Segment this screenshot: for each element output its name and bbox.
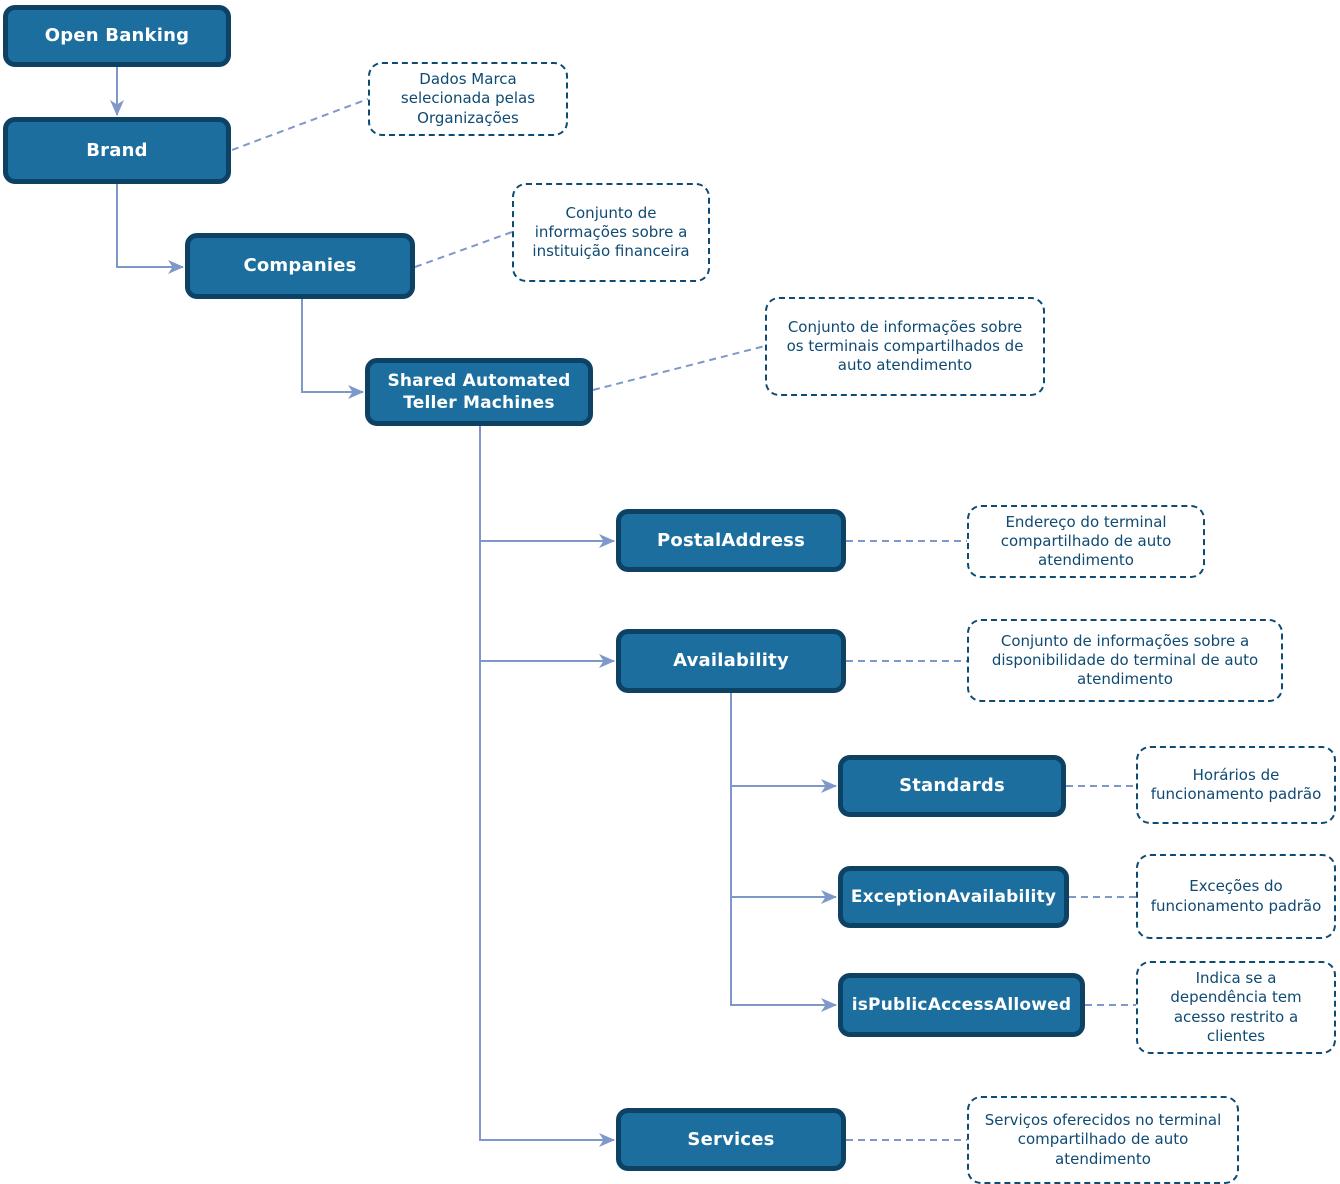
annotation-brand-description: Dados Marca selecionada pelas Organizaçõ… <box>368 62 568 136</box>
connector-sharedatm-services <box>479 426 615 1147</box>
annotation-exception-availability-description: Exceções do funcionamento padrão <box>1136 854 1336 939</box>
node-shared-automated-teller-machines: Shared Automated Teller Machines <box>365 358 593 426</box>
node-postal-address: PostalAddress <box>616 509 846 572</box>
connector-companies-sharedatm <box>301 299 364 399</box>
node-open-banking: Open Banking <box>3 5 231 67</box>
connector-sharedatm-annotation <box>592 345 766 391</box>
connector-availability-ispublicaccessallowed <box>730 693 837 1012</box>
annotation-is-public-access-allowed-description: Indica se a dependência tem acesso restr… <box>1136 961 1336 1054</box>
connector-companies-annotation <box>414 231 513 268</box>
annotation-companies-description: Conjunto de informações sobre a institui… <box>512 183 710 282</box>
connector-brand-annotation <box>231 98 369 151</box>
node-is-public-access-allowed: isPublicAccessAllowed <box>838 973 1085 1037</box>
node-brand: Brand <box>3 117 231 184</box>
node-availability: Availability <box>616 629 846 693</box>
annotation-postal-address-description: Endereço do terminal compartilhado de au… <box>967 505 1205 578</box>
annotation-services-description: Serviços oferecidos no terminal comparti… <box>967 1096 1239 1184</box>
node-exception-availability: ExceptionAvailability <box>838 866 1069 928</box>
annotation-standards-description: Horários de funcionamento padrão <box>1136 746 1336 824</box>
annotation-shared-atm-description: Conjunto de informações sobre os termina… <box>765 297 1045 396</box>
node-companies: Companies <box>185 233 415 299</box>
node-standards: Standards <box>838 755 1066 817</box>
node-services: Services <box>616 1108 846 1171</box>
annotation-availability-description: Conjunto de informações sobre a disponib… <box>967 619 1283 702</box>
connector-brand-companies <box>116 184 184 274</box>
